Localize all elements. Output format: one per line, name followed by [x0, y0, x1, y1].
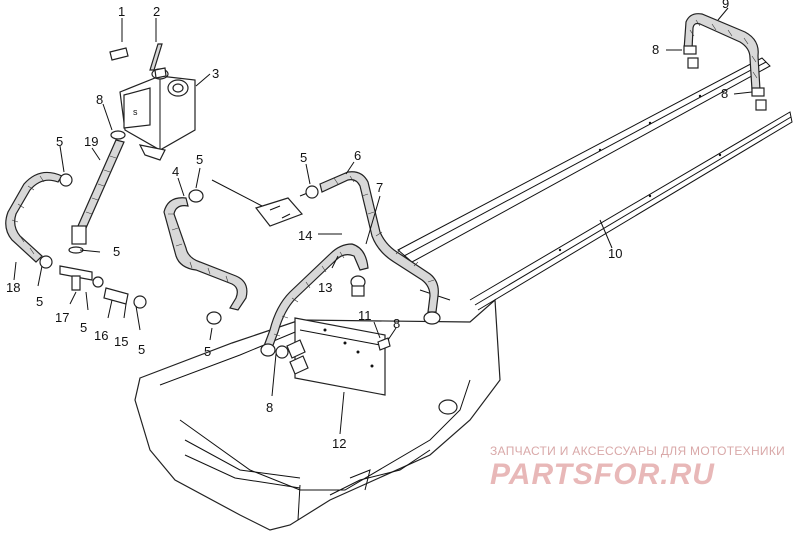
- callout-5-hose6: 5: [300, 150, 307, 165]
- watermark-logo: PARTSFOR.RU: [490, 458, 715, 491]
- hose-6: [305, 171, 441, 325]
- callout-14: 14: [298, 228, 312, 243]
- watermark-tagline: ЗАПЧАСТИ И АКСЕССУАРЫ ДЛЯ МОТОТЕХНИКИ: [490, 444, 786, 458]
- callout-6: 6: [354, 148, 361, 163]
- hose-4: [163, 189, 248, 325]
- cooler-rails: [397, 57, 793, 311]
- callout-5-hose18-top: 5: [56, 134, 63, 149]
- callout-5-right: 5: [138, 342, 145, 357]
- callout-10: 10: [608, 246, 622, 261]
- callout-8-reservoir: 8: [96, 92, 103, 107]
- callout-17: 17: [55, 310, 69, 325]
- callout-19: 19: [84, 134, 98, 149]
- svg-text:s: s: [133, 107, 138, 117]
- tunnel-chassis: [134, 298, 501, 531]
- hose-13: [260, 243, 369, 359]
- callout-16: 16: [94, 328, 108, 343]
- hose-18: [5, 171, 73, 269]
- callout-1: 1: [118, 4, 125, 19]
- callout-labels: 1 2 3 8 19 5 5 18 5 17 5 16 15 5 4 5 5 5…: [6, 0, 729, 451]
- callout-8-bleeder: 8: [393, 316, 400, 331]
- callout-12: 12: [332, 436, 346, 451]
- callout-5-mid: 5: [80, 320, 87, 335]
- leader-lines: [13, 7, 753, 435]
- tee-fitting-17: [59, 265, 147, 309]
- callout-5-hose4-bottom: 5: [204, 344, 211, 359]
- callout-8-hose9-left: 8: [652, 42, 659, 57]
- callout-2: 2: [153, 4, 160, 19]
- callout-11: 11: [358, 308, 372, 323]
- callout-5-left: 5: [36, 294, 43, 309]
- thermostat-housing-14: [211, 179, 311, 227]
- coolant-reservoir: s: [109, 43, 196, 161]
- callout-7: 7: [376, 180, 383, 195]
- callout-15: 15: [114, 334, 128, 349]
- callout-8-bottom: 8: [266, 400, 273, 415]
- callout-18: 18: [6, 280, 20, 295]
- callout-8-hose9-right: 8: [721, 86, 728, 101]
- bleeder-11: [377, 337, 391, 351]
- callout-3: 3: [212, 66, 219, 81]
- callout-9: 9: [722, 0, 729, 11]
- callout-5-hose4: 5: [196, 152, 203, 167]
- hose-19: [68, 130, 126, 254]
- heat-exchanger-panel: [286, 317, 386, 396]
- callout-4: 4: [172, 164, 179, 179]
- callout-13: 13: [318, 280, 332, 295]
- callout-5-hose19: 5: [113, 244, 120, 259]
